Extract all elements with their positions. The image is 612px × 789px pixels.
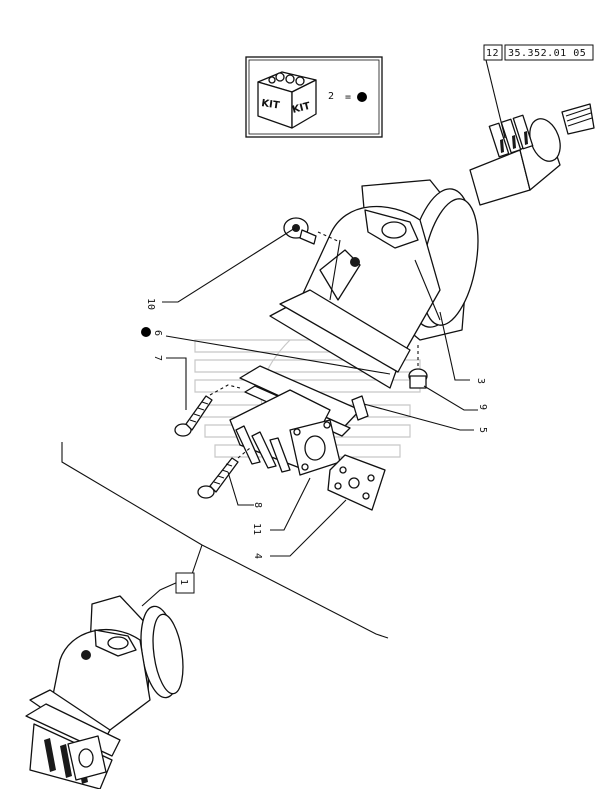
callout-9: 9	[477, 404, 488, 410]
callout-labels: 10 6 7 3 9 5 8 11 4 1	[141, 298, 488, 594]
screw-8	[197, 447, 251, 499]
callout-4: 4	[252, 553, 263, 559]
callout-3: 3	[475, 378, 486, 384]
kit-marker-dot	[357, 92, 367, 102]
leader-lines	[61, 227, 478, 639]
bolt-10	[283, 217, 341, 245]
callout-10: 10	[145, 298, 156, 310]
hydraulic-motor-main	[269, 179, 479, 389]
callout-1-box	[175, 572, 195, 594]
callout-7: 7	[152, 355, 163, 361]
kit-label-right: KIT	[291, 101, 312, 116]
ref-item-number: 12	[486, 48, 499, 59]
callout-8: 8	[252, 502, 263, 508]
plug-9	[408, 345, 428, 389]
callout-5: 5	[477, 427, 488, 433]
callout-11: 11	[251, 523, 262, 535]
screw-7	[174, 384, 241, 437]
flange-assembly	[229, 365, 369, 476]
ref-code: 35.352.01 05	[508, 48, 586, 59]
kit-legend-box: KIT KIT 2 =	[245, 56, 383, 138]
plate-4	[327, 454, 386, 511]
kit-box-icon: KIT KIT	[257, 71, 317, 129]
callout-6: 6	[152, 330, 163, 336]
kit-legend-number: 2	[328, 91, 334, 102]
kit-legend-equals: =	[345, 92, 351, 103]
kit-label-left: KIT	[261, 98, 281, 111]
reference-callout: 12 35.352.01 05	[483, 44, 594, 139]
callout-1: 1	[178, 579, 189, 585]
valve-cartridge-part	[469, 103, 595, 206]
assembled-motor	[25, 595, 184, 789]
kit-marker-dot-item-6	[141, 327, 151, 337]
